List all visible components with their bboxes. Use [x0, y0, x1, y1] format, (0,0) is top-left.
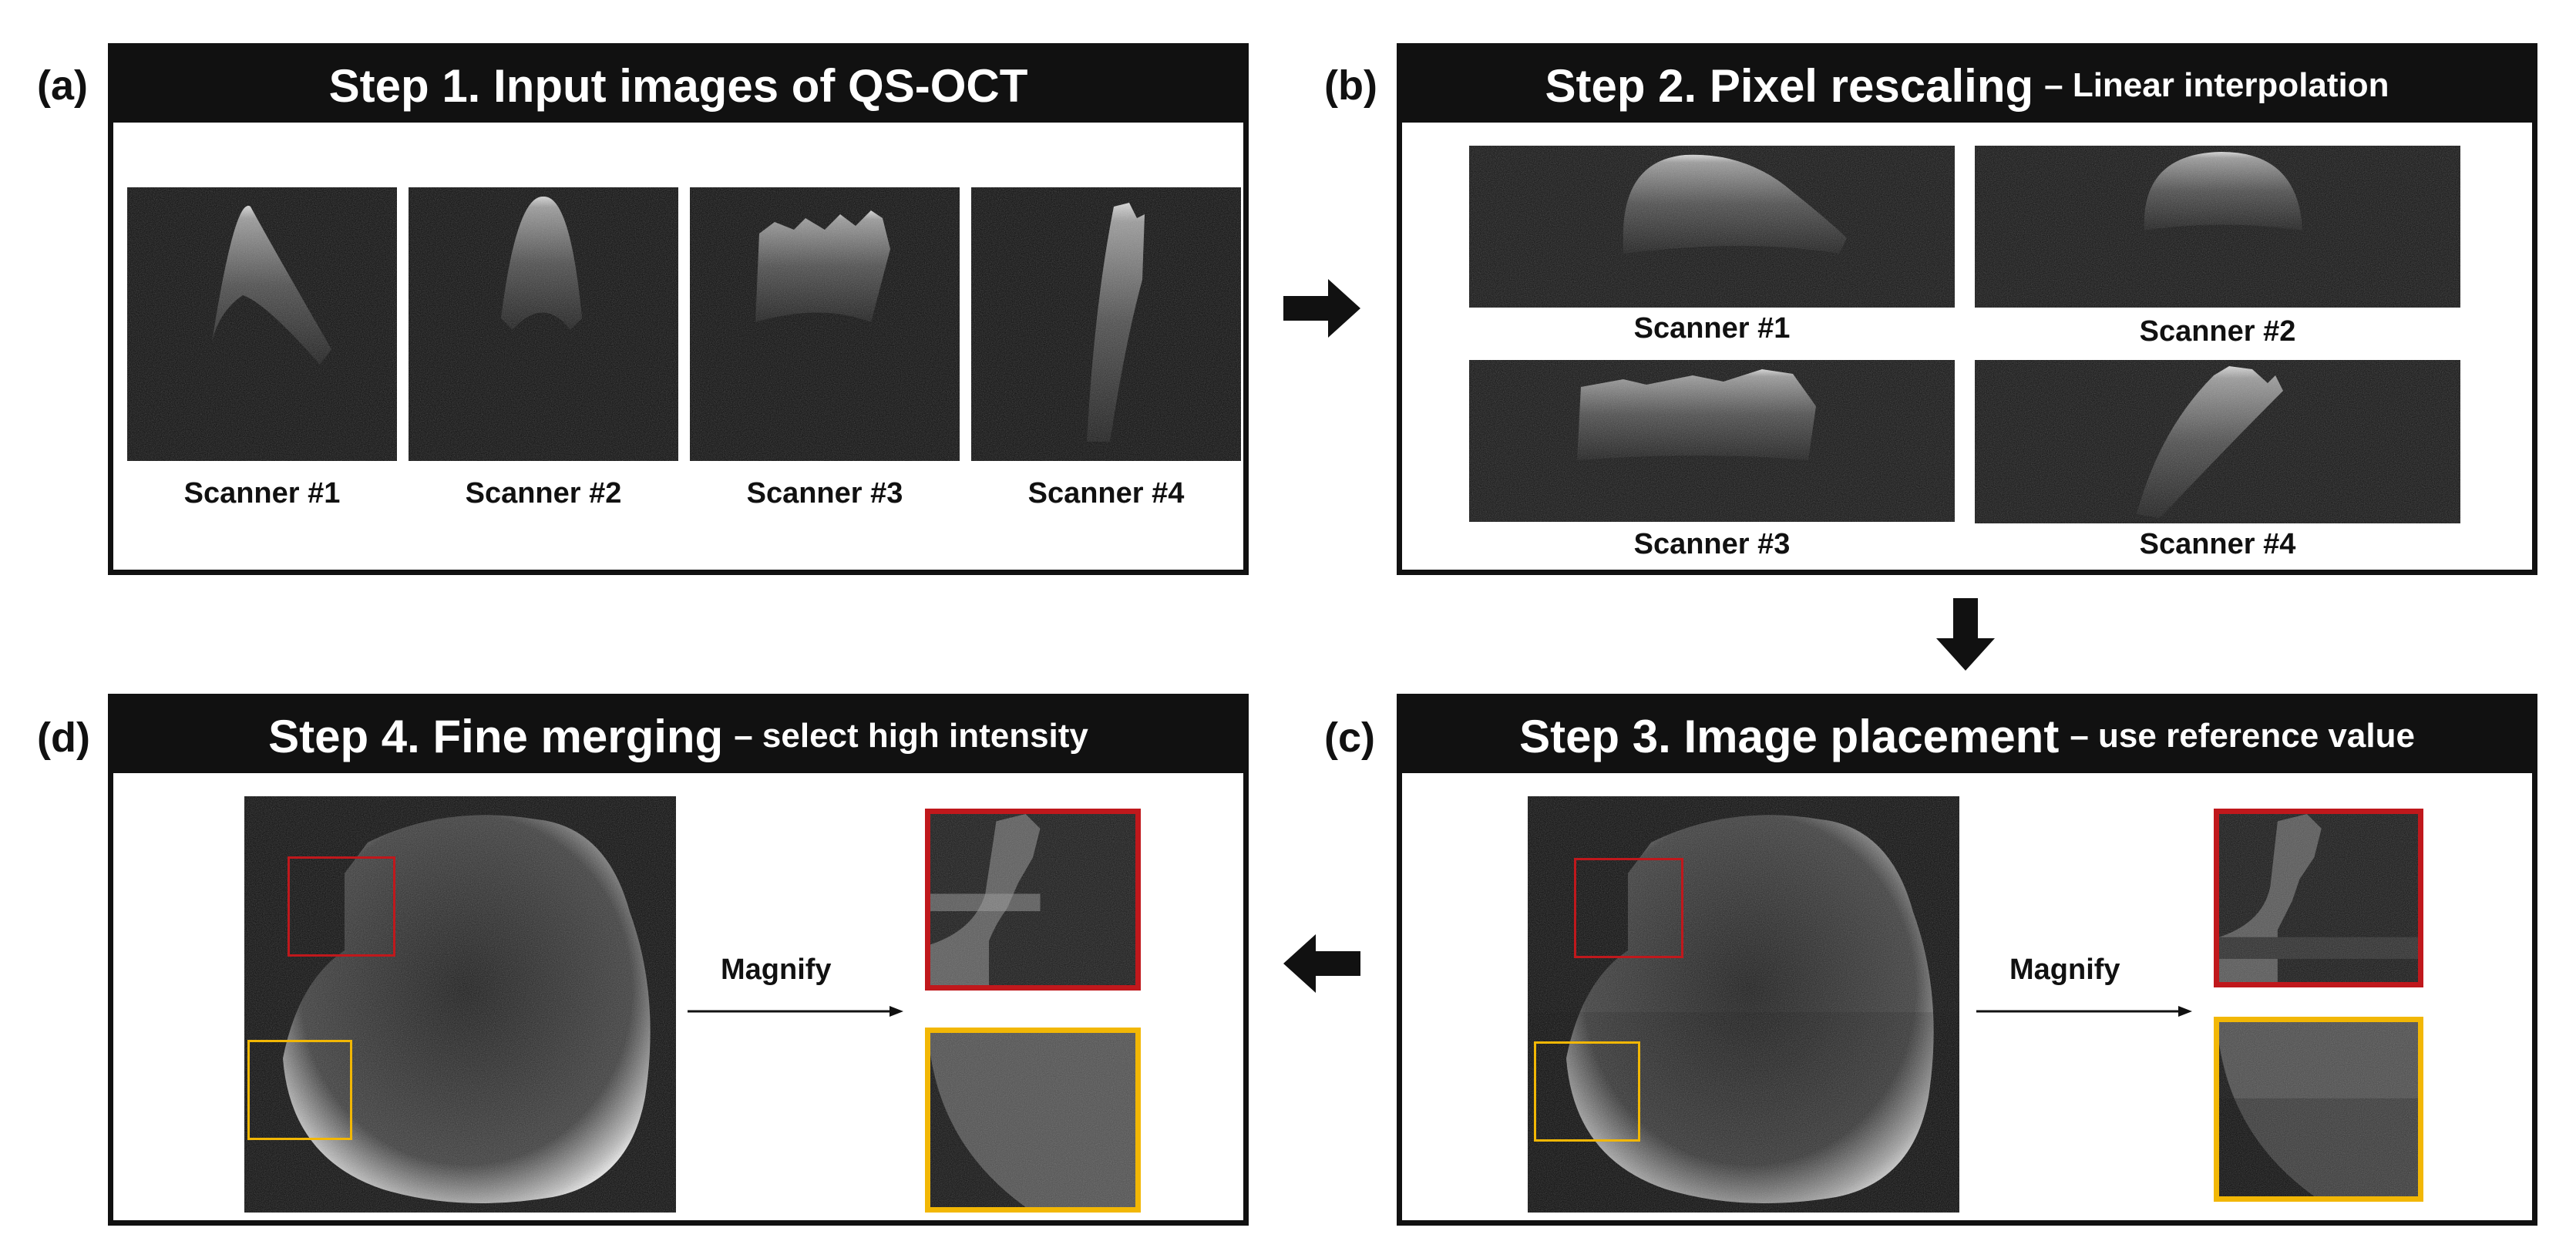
scanner-3-input-image	[690, 187, 960, 461]
zoom-yellow-image	[925, 1028, 1141, 1213]
scanner-3-rescaled-image	[1469, 360, 1955, 522]
scanner-2-input-image	[409, 187, 678, 461]
panel-d-letter: (d)	[37, 715, 90, 761]
scanner-4-input-image	[971, 187, 1241, 461]
scanner-1-caption: Scanner #1	[183, 477, 341, 510]
scanner-4-caption: Scanner #4	[1027, 477, 1185, 510]
panel-b-title: Step 2. Pixel rescaling	[1545, 59, 2034, 112]
scanner-4-rescaled-image	[1975, 360, 2460, 523]
scanner-2-rescaled-caption: Scanner #2	[2139, 315, 2296, 348]
panel-c-image-placement: Step 3. Image placement – use reference …	[1397, 694, 2537, 1226]
panel-a-header: Step 1. Input images of QS-OCT	[113, 49, 1243, 123]
scanner-1-rescaled-caption: Scanner #1	[1633, 312, 1791, 345]
roi-red-box	[288, 856, 395, 957]
magnify-arrow-icon	[688, 1006, 903, 1017]
panel-d-fine-merging: Step 4. Fine merging – select high inten…	[108, 694, 1249, 1226]
panel-d-header: Step 4. Fine merging – select high inten…	[113, 699, 1243, 773]
roi-yellow-box	[247, 1040, 352, 1140]
magnify-arrow-icon	[1976, 1006, 2192, 1017]
panel-b-header: Step 2. Pixel rescaling – Linear interpo…	[1402, 49, 2532, 123]
placement-merged-image	[1528, 796, 1959, 1213]
scanner-3-caption: Scanner #3	[746, 477, 903, 510]
arrow-down-icon	[1936, 598, 1995, 671]
scanner-4-rescaled-caption: Scanner #4	[2139, 528, 2296, 560]
scanner-3-rescaled-caption: Scanner #3	[1633, 528, 1791, 560]
panel-c-header: Step 3. Image placement – use reference …	[1402, 699, 2532, 773]
panel-d-title: Step 4. Fine merging	[268, 710, 724, 762]
zoom-red-image	[2214, 809, 2423, 987]
panel-a-input-images: Step 1. Input images of QS-OCT Scanner #…	[108, 43, 1249, 575]
panel-c-title: Step 3. Image placement	[1519, 710, 2060, 762]
scanner-1-input-image	[127, 187, 397, 461]
panel-b-pixel-rescaling: Step 2. Pixel rescaling – Linear interpo…	[1397, 43, 2537, 575]
panel-b-subtitle: – Linear interpolation	[2044, 66, 2389, 104]
roi-yellow-box	[1534, 1041, 1640, 1142]
magnify-label: Magnify	[2009, 954, 2120, 986]
panel-d-subtitle: – select high intensity	[734, 717, 1088, 755]
panel-c-subtitle: – use reference value	[2070, 717, 2415, 755]
panel-a-letter: (a)	[37, 62, 88, 109]
panel-b-letter: (b)	[1324, 62, 1377, 109]
arrow-right-icon	[1283, 279, 1360, 338]
scanner-2-rescaled-image	[1975, 146, 2460, 308]
scanner-1-rescaled-image	[1469, 146, 1955, 308]
zoom-yellow-image	[2214, 1017, 2423, 1202]
magnify-label: Magnify	[721, 954, 832, 986]
panel-c-letter: (c)	[1324, 715, 1375, 761]
panel-a-title: Step 1. Input images of QS-OCT	[328, 59, 1028, 112]
fine-merged-image	[244, 796, 676, 1213]
zoom-red-image	[925, 809, 1141, 991]
scanner-2-caption: Scanner #2	[465, 477, 622, 510]
arrow-left-icon	[1283, 934, 1360, 993]
roi-red-box	[1574, 858, 1683, 958]
